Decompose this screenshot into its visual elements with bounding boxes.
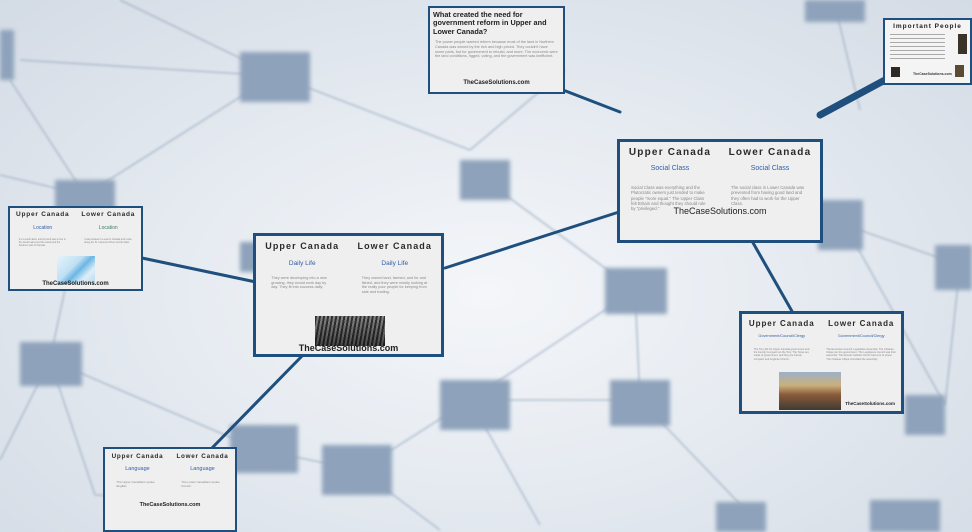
slide-daily-life[interactable]: Upper Canada Daily Life They were develo… — [253, 233, 444, 357]
upper-canada-heading: Upper Canada — [748, 319, 815, 328]
portrait-image — [958, 34, 967, 54]
upper-canada-heading: Upper Canada — [628, 147, 712, 158]
slide-title: What created the need for government ref… — [433, 10, 547, 36]
location-subheading: Location — [98, 225, 118, 231]
text-placeholder — [890, 34, 945, 60]
social-class-subheading: Social Class — [750, 165, 790, 172]
slide-social-class[interactable]: Upper Canada Social Class Social Class w… — [617, 139, 823, 243]
social-class-subheading: Social Class — [650, 165, 690, 172]
daily-life-subheading: Daily Life — [381, 260, 409, 267]
connector-lines — [140, 76, 889, 450]
upper-canada-body: They were developing into a new growing,… — [271, 276, 327, 290]
lower-canada-heading: Lower Canada — [81, 211, 136, 218]
brand-text: TheCaseSolutions.com — [298, 343, 399, 353]
upper-canada-heading: Upper Canada — [265, 241, 340, 251]
government-subheading: Government/Council/Clergy — [758, 334, 806, 338]
brand-text: TheCaseSolutions.com — [463, 80, 530, 86]
upper-canada-body: It is a south-East, and the land was a r… — [18, 238, 66, 247]
lower-canada-body: The Lower Canadians spoke French. — [181, 480, 220, 488]
slide-government-reform[interactable]: What created the need for government ref… — [428, 6, 565, 94]
brand-text: TheCaseSolutions.com — [913, 72, 952, 76]
location-subheading: Location — [33, 225, 53, 231]
daily-life-subheading: Daily Life — [288, 260, 316, 267]
upper-canada-body: Social Class was everything and the Plut… — [631, 185, 706, 212]
upper-canada-body: The Upper Canadians spoke English. — [116, 480, 155, 488]
lower-canada-heading: Lower Canada — [828, 319, 895, 328]
lower-canada-body: The Executive Council, Legislative Assem… — [826, 348, 896, 361]
slide-location[interactable]: Upper Canada Location It is a south-East… — [8, 206, 143, 291]
map-image — [57, 256, 95, 284]
portrait-image — [955, 65, 964, 77]
lower-canada-body: It was located in a east in Canada and i… — [84, 238, 132, 244]
slide-government[interactable]: Upper Canada Government/Council/Clergy T… — [739, 311, 904, 414]
brand-text: TheCaseSolutions.com — [42, 281, 109, 287]
lower-canada-body: They owned land, farmed, and for and fis… — [361, 276, 428, 295]
brand-text: TheCaseSolutions.com — [845, 401, 895, 406]
brand-text: TheCaseSolutions.com — [673, 206, 767, 216]
upper-canada-body: The Tory did the Upper Canada government… — [753, 348, 810, 361]
lower-canada-body: The social class in Lower Canada was pre… — [731, 185, 805, 207]
language-subheading: Language — [125, 466, 150, 472]
upper-canada-heading: Upper Canada — [111, 453, 164, 460]
upper-canada-heading: Upper Canada — [16, 211, 70, 218]
slide-important-people[interactable]: Important People TheCaseSolutions.com — [883, 18, 972, 85]
brand-text: TheCaseSolutions.com — [139, 502, 201, 508]
slide-language[interactable]: Upper Canada Language The Upper Canadian… — [103, 447, 237, 532]
slide-title: Important People — [893, 23, 962, 30]
lower-canada-heading: Lower Canada — [728, 147, 812, 158]
painting-image — [779, 372, 841, 410]
lower-canada-heading: Lower Canada — [357, 241, 432, 251]
slide-body: The power people wanted reform because m… — [435, 40, 558, 59]
portrait-image — [891, 67, 900, 77]
language-subheading: Language — [190, 466, 215, 472]
government-subheading: Government/Council/Clergy — [837, 334, 885, 338]
lower-canada-heading: Lower Canada — [176, 453, 229, 460]
farm-photo — [315, 316, 385, 346]
